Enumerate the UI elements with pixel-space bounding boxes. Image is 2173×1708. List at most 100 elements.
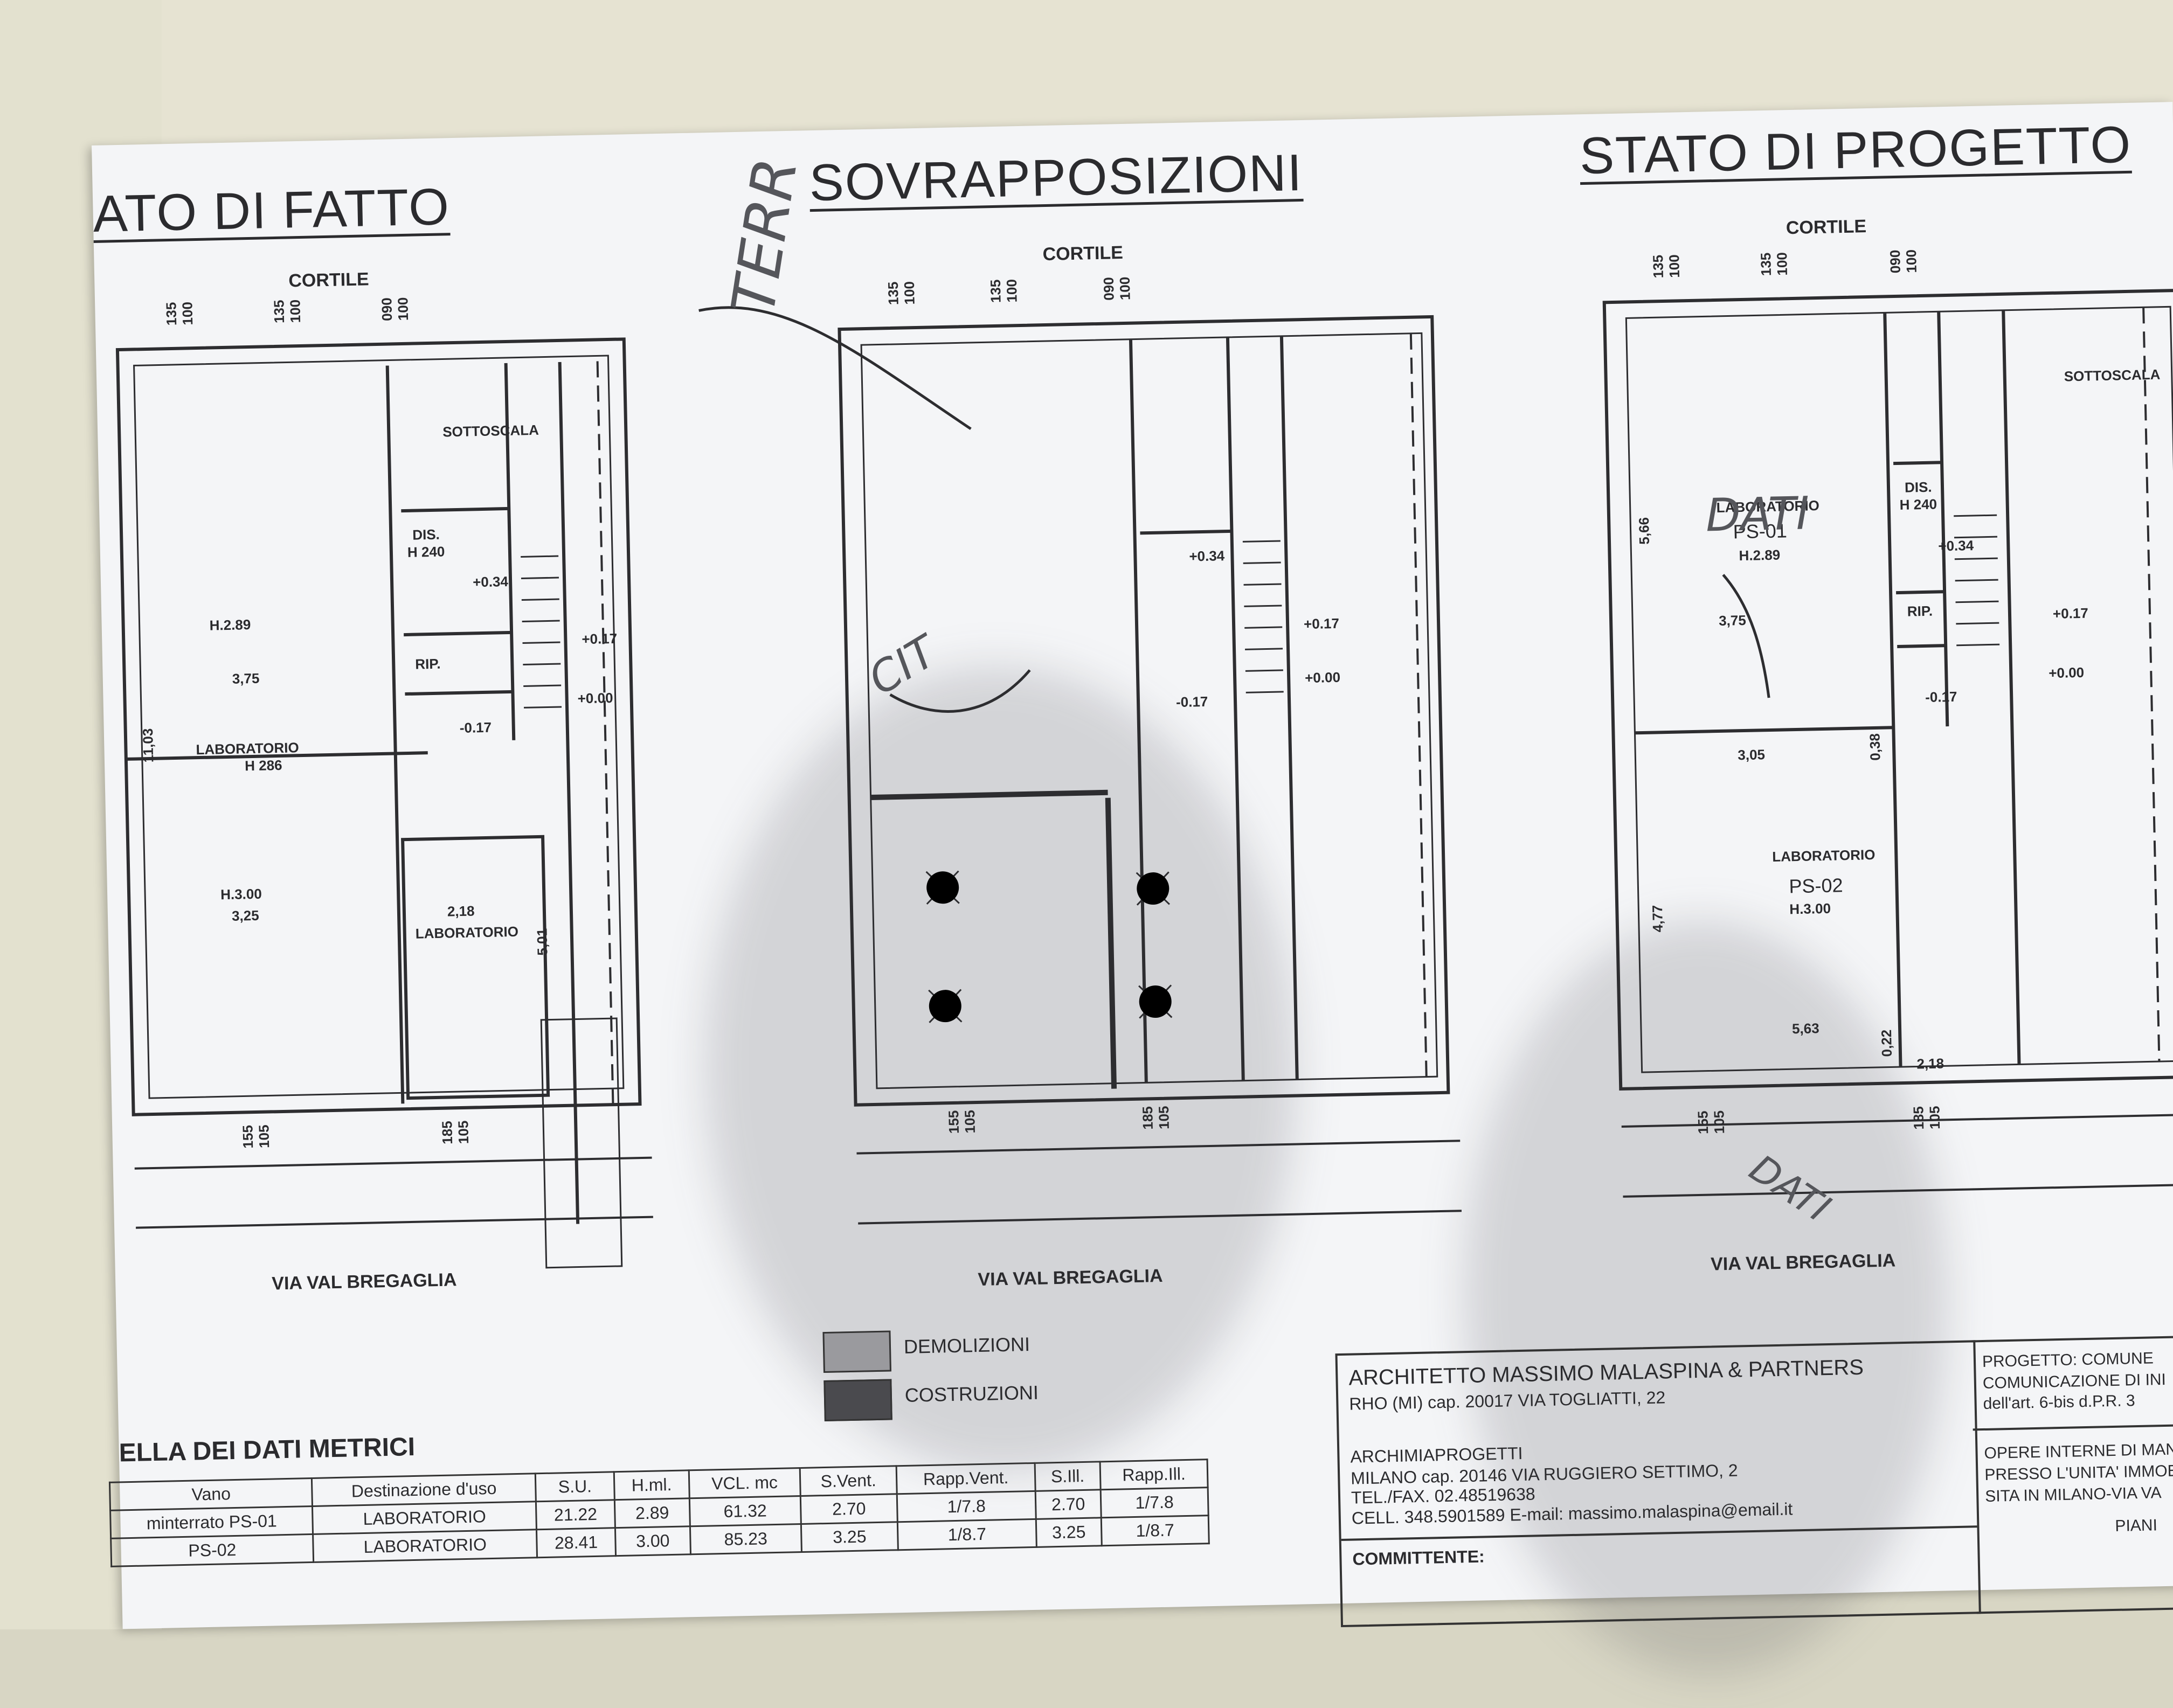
level: +0.34 [1938, 537, 1974, 554]
window-mark: 090 [378, 297, 396, 322]
dimension: 3,25 [231, 907, 259, 924]
header-cell: Destinazione d'uso [312, 1473, 536, 1506]
window-mark: 100 [1902, 249, 1920, 273]
table-cell: 1/7.8 [897, 1491, 1036, 1522]
level: +0.34 [472, 573, 509, 591]
legend-swatch-demolizioni [822, 1330, 891, 1373]
street-label-middle: VIA VAL BREGAGLIA [978, 1265, 1163, 1290]
window-mark: 155 [945, 1110, 962, 1134]
window-mark: 135 [271, 300, 288, 324]
window-mark: 100 [1003, 279, 1020, 303]
header-cell: S.Vent. [800, 1466, 897, 1496]
room-height: H 240 [1899, 496, 1937, 513]
room-label: LABORATORIO [196, 739, 299, 758]
header-cell: VCL. mc [688, 1468, 801, 1498]
table-cell: 1/7.8 [1101, 1487, 1209, 1518]
table-cell: LABORATORIO [313, 1529, 537, 1563]
table-cell: 3.25 [1036, 1517, 1102, 1547]
window-mark: 100 [1116, 276, 1133, 301]
dimension: 2,18 [1916, 1055, 1944, 1072]
committente-label: COMMITTENTE: [1352, 1546, 1485, 1569]
table-cell: 2.70 [1035, 1489, 1102, 1519]
table-cell: PS-02 [110, 1534, 314, 1567]
drawing-sheet: ATO DI FATTO SOVRAPPOSIZIONI STATO DI PR… [92, 102, 2173, 1680]
row-label: minterrato [146, 1512, 225, 1533]
street-label-left: VIA VAL BREGAGLIA [271, 1269, 457, 1294]
window-mark: 135 [884, 281, 902, 306]
window-mark: 090 [1100, 277, 1117, 301]
handwritten-note: DATI [1705, 487, 1810, 542]
dimension: 4,77 [1649, 905, 1666, 933]
window-mark: 100 [1666, 254, 1683, 279]
dimension: 2,18 [447, 902, 475, 920]
room-height: H.2.89 [209, 616, 251, 634]
table-cell: 3.25 [801, 1522, 898, 1552]
window-mark: 135 [1650, 254, 1666, 279]
window-mark: 185 [1910, 1106, 1927, 1130]
table-cell: LABORATORIO [312, 1501, 537, 1535]
street-label-right: VIA VAL BREGAGLIA [1710, 1250, 1896, 1275]
level: -0.17 [1925, 688, 1957, 705]
window-mark: 100 [901, 281, 918, 305]
table-cell: minterrato PS-01 [110, 1506, 314, 1539]
room-height: H 240 [407, 543, 445, 560]
comunicazione-label: COMUNICAZIONE DI INI [1982, 1370, 2167, 1393]
level: +0.17 [2052, 605, 2089, 622]
dimension: 0,38 [1866, 733, 1884, 761]
window-mark: 185 [1139, 1106, 1156, 1130]
firm-address: RHO (MI) cap. 20017 VIA TOGLIATTI, 22 [1349, 1387, 1666, 1414]
window-mark: 105 [1711, 1110, 1728, 1134]
room-height: H.3.00 [1789, 900, 1831, 918]
room-label: DIS. [1904, 478, 1932, 496]
sita-label: SITA IN MILANO-VIA VA [1984, 1484, 2162, 1505]
metric-table-title: ELLA DEI DATI METRICI [119, 1432, 416, 1468]
window-mark: 100 [179, 301, 196, 325]
table-cell: 3.00 [615, 1526, 691, 1556]
window-mark: 100 [1774, 252, 1790, 276]
dimension: 3,75 [1718, 612, 1747, 629]
project-block: PROGETTO: COMUNE COMUNICAZIONE DI INI de… [1971, 1335, 2173, 1614]
level: -0.17 [1175, 693, 1208, 711]
level: +0.34 [1189, 547, 1225, 565]
legend-label-costruzioni: COSTRUZIONI [904, 1381, 1039, 1406]
level: +0.00 [577, 689, 613, 707]
room-height: H 286 [244, 756, 282, 774]
room-label: RIP. [1907, 602, 1933, 620]
header-cell: Vano [109, 1478, 313, 1511]
table-cell: 1/8.7 [1101, 1515, 1209, 1546]
window-mark: 105 [255, 1124, 273, 1149]
window-mark: 135 [163, 302, 180, 326]
title-block: ARCHITETTO MASSIMO MALASPINA & PARTNERS … [1335, 1340, 1981, 1628]
level: +0.00 [1304, 669, 1341, 686]
room-label: SOTTOSCALA [442, 421, 539, 440]
header-cell: S.Ill. [1035, 1461, 1101, 1491]
level: +0.17 [1303, 615, 1340, 633]
dimension: 5,66 [1635, 517, 1652, 545]
room-label: RIP. [414, 655, 441, 672]
telephone: TEL./FAX. 02.48519638 [1351, 1484, 1535, 1508]
window-mark: 100 [287, 299, 304, 323]
window-mark: 155 [1694, 1110, 1712, 1135]
room-label: LABORATORIO [415, 923, 519, 942]
dimension: 3,75 [232, 670, 260, 687]
table-cell: 2.89 [614, 1498, 690, 1528]
dimension: 11,03 [140, 728, 157, 763]
header-cell: S.U. [535, 1471, 615, 1502]
window-mark: 105 [455, 1120, 472, 1144]
window-mark: 100 [395, 297, 412, 321]
progetto-label: PROGETTO: COMUNE [1982, 1349, 2154, 1371]
table-cell: 2.70 [800, 1494, 898, 1524]
level: +0.17 [582, 630, 618, 648]
table-cell: 85.23 [689, 1524, 802, 1554]
table-cell: 21.22 [536, 1499, 615, 1530]
window-mark: 105 [1926, 1106, 1943, 1130]
piani-label: PIANI [2115, 1516, 2158, 1535]
room-code: PS-02 [1789, 874, 1843, 898]
level: -0.17 [459, 719, 492, 736]
presso-label: PRESSO L'UNITA' IMMOB [1984, 1462, 2173, 1484]
studio-name: ARCHIMIAPROGETTI [1350, 1443, 1523, 1467]
dimension: 5,01 [534, 928, 551, 956]
level: +0.00 [2048, 664, 2085, 682]
window-mark: 135 [987, 279, 1004, 303]
